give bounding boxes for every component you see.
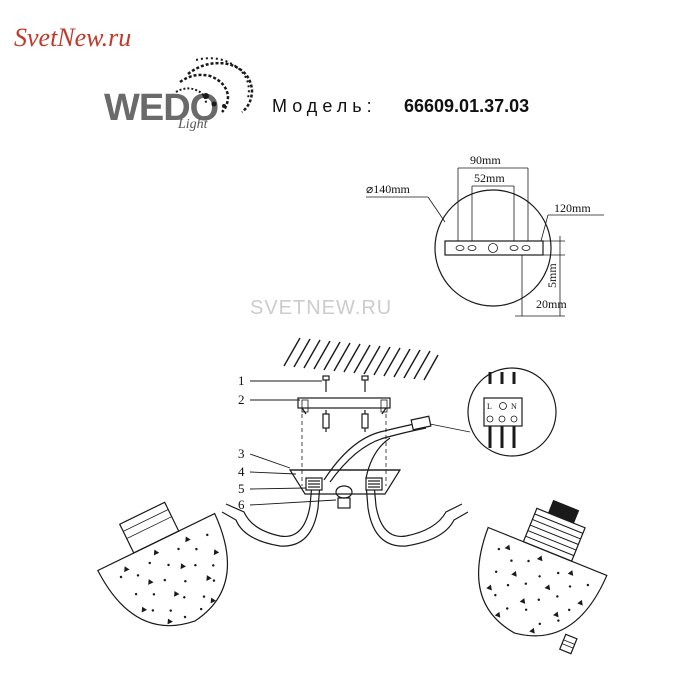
dim-width-outer: 90mm xyxy=(470,153,501,167)
part-number-5: 5 xyxy=(238,481,245,496)
terminal-label-l: L xyxy=(487,402,492,411)
ceiling-hatch xyxy=(282,336,440,381)
brand-logo: WEDO Light xyxy=(104,57,254,132)
model-number: 66609.01.37.03 xyxy=(404,96,529,116)
part-labels xyxy=(249,380,337,506)
brand-sub: Light xyxy=(177,117,209,132)
dim-width-inner: 52mm xyxy=(474,171,505,185)
right-arm xyxy=(365,477,469,547)
part-number-1: 1 xyxy=(238,373,245,388)
terminal-label-n: N xyxy=(511,402,517,411)
supply-wires xyxy=(323,415,432,483)
mounting-bar xyxy=(297,397,391,415)
part-number-4: 4 xyxy=(238,464,245,479)
ground-icon xyxy=(499,402,507,410)
part-number-6: 6 xyxy=(238,497,245,512)
detail-circle xyxy=(434,189,552,307)
center-nut xyxy=(335,485,353,509)
long-screws xyxy=(322,410,369,432)
part-number-2: 2 xyxy=(238,392,245,407)
canopy-base xyxy=(288,469,402,495)
dim-height-small: 5mm xyxy=(545,263,559,288)
mounting-plate-bar xyxy=(444,240,544,256)
brand-name: WEDO xyxy=(104,87,218,129)
left-shade-pattern xyxy=(119,533,220,625)
right-shade-pattern xyxy=(486,544,590,634)
site-logo: SvetNew.ru xyxy=(14,23,131,52)
site-name: SvetNew.ru xyxy=(14,23,131,52)
watermark: SVETNEW.RU xyxy=(250,297,392,319)
right-shade xyxy=(477,499,608,655)
part-number-3: 3 xyxy=(238,446,245,461)
mounting-plate-detail: 90mm 52mm ⌀140mm 120mm 5mm 20mm xyxy=(366,153,604,317)
model-label: Модель: xyxy=(272,96,377,116)
dim-diameter: ⌀140mm xyxy=(366,182,411,196)
left-arm xyxy=(221,477,323,547)
brand-swirl-icon xyxy=(175,57,254,113)
model-line: Модель: 66609.01.37.03 xyxy=(272,96,529,116)
dim-width-plate: 120mm xyxy=(554,201,591,215)
terminal-block-detail: L N xyxy=(429,367,557,457)
mounting-screws xyxy=(322,375,369,392)
alignment-lines xyxy=(301,414,387,486)
dim-height-plate: 20mm xyxy=(536,297,567,311)
left-shade xyxy=(96,501,228,627)
